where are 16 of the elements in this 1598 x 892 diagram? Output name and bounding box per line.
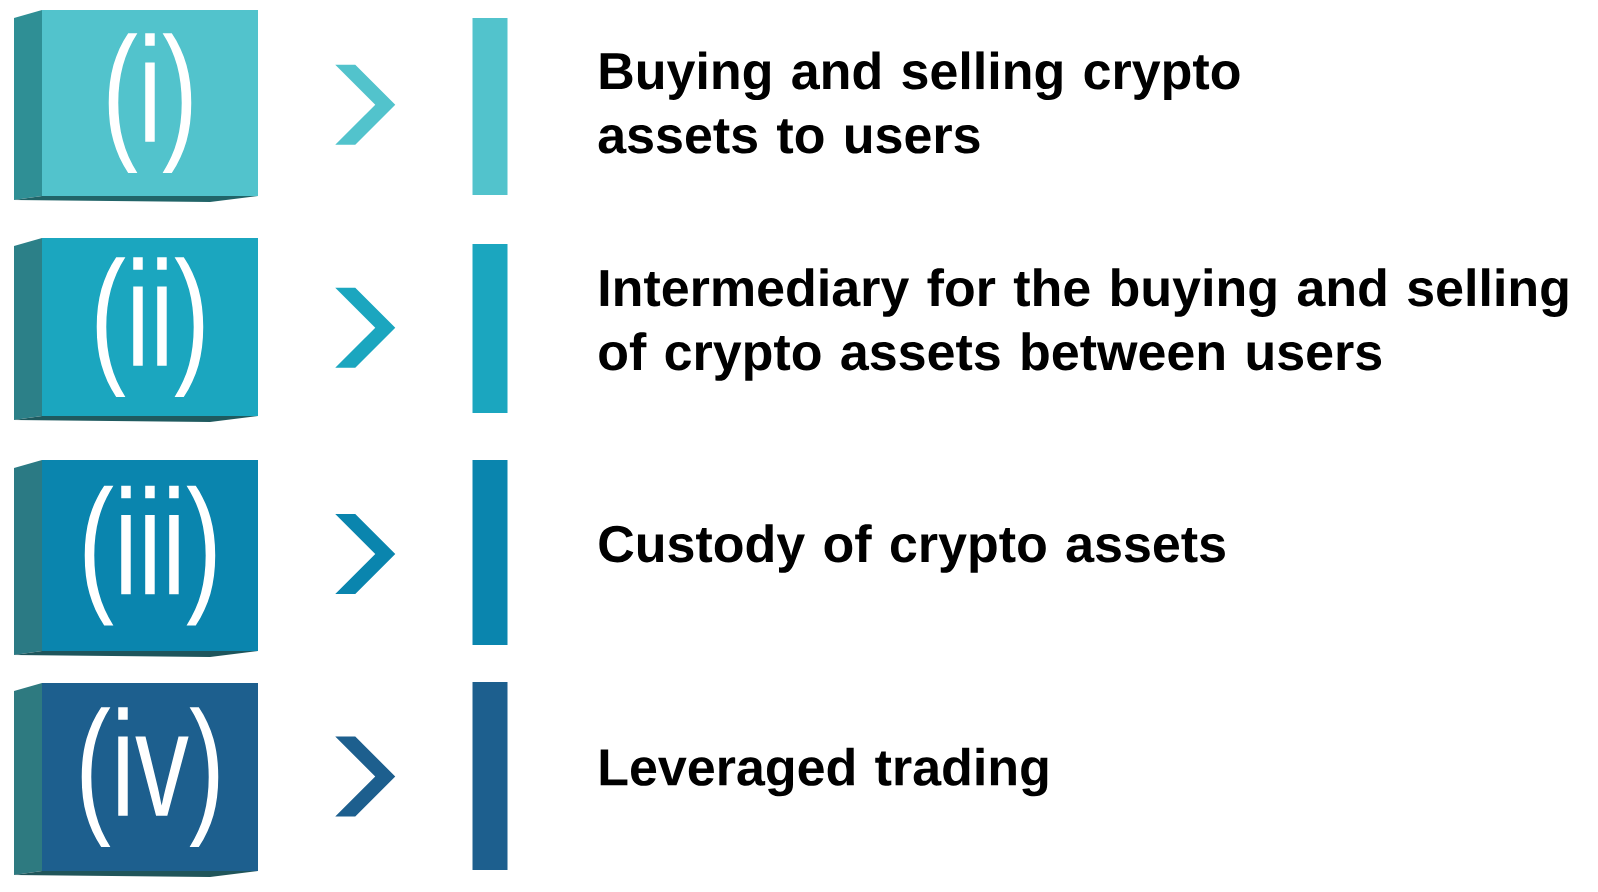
chevron-arrow <box>335 736 396 817</box>
vertical-bar <box>472 244 508 413</box>
description-text: Custody of crypto assets <box>599 524 1225 573</box>
cube: (i) <box>14 10 258 202</box>
cube: (ii) <box>14 238 258 422</box>
chevron-arrow <box>335 64 396 145</box>
vertical-bar <box>472 682 508 870</box>
vertical-bar <box>472 460 508 645</box>
description-text: Intermediary for the buying and selling of crypto assets between users <box>599 268 1568 381</box>
description-text: Leveraged trading <box>600 747 1048 797</box>
cube: (iv) <box>14 683 258 877</box>
description-text: Buying and selling crypto assets to users <box>598 51 1240 154</box>
chevron-arrow <box>335 287 396 368</box>
chevron-arrow <box>335 514 396 594</box>
vertical-bar <box>472 18 508 195</box>
cube: (iii) <box>14 460 258 657</box>
